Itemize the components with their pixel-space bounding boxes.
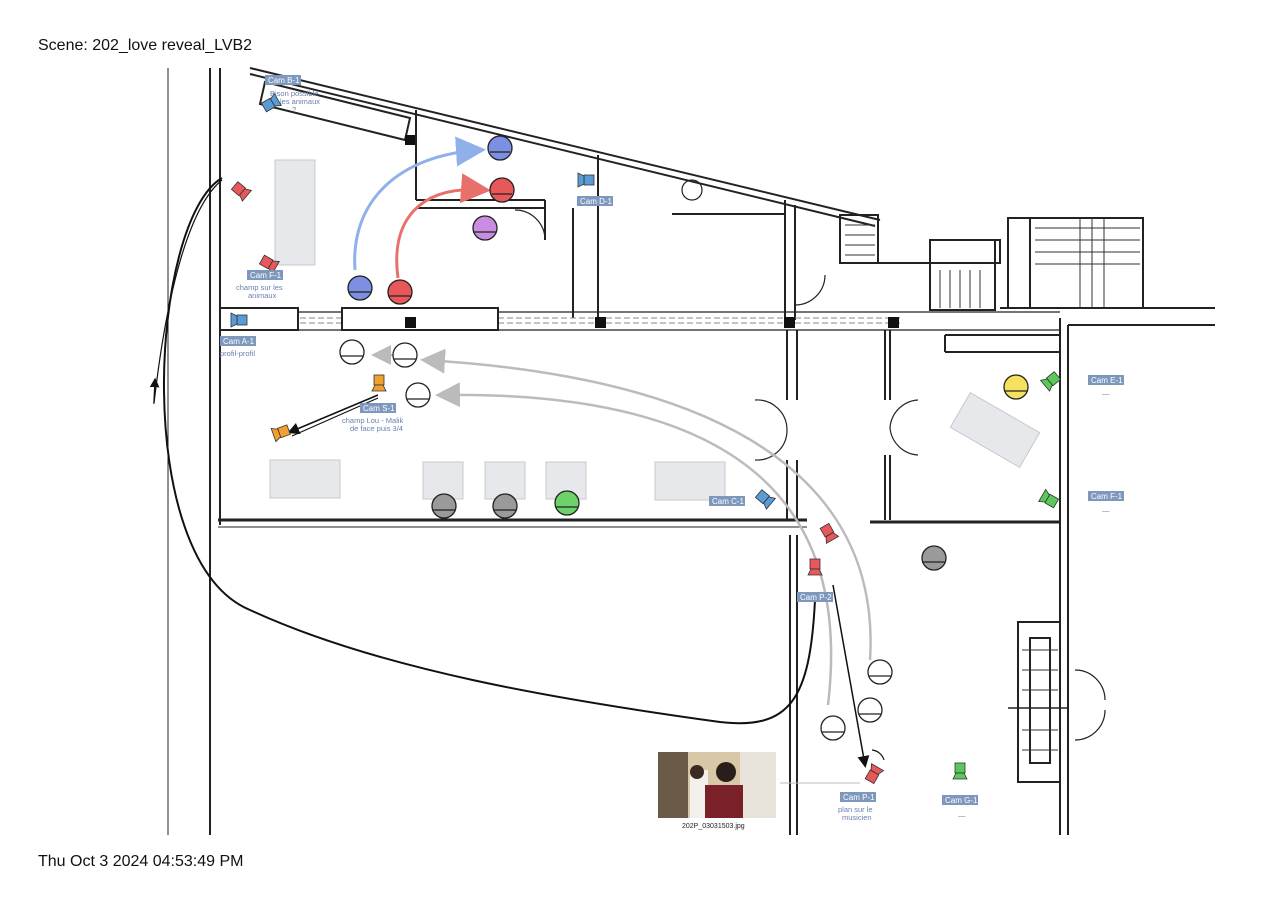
actor-white-6 bbox=[820, 715, 846, 741]
actor-white-3 bbox=[405, 382, 431, 408]
svg-text:—: — bbox=[1102, 506, 1110, 515]
svg-text:Cam E-1: Cam E-1 bbox=[1091, 376, 1123, 385]
actor-white-1 bbox=[339, 339, 365, 365]
cam-label-p1: Cam P-1 bbox=[840, 792, 876, 802]
actor-purple bbox=[472, 215, 498, 241]
camera-orange-icon bbox=[270, 424, 291, 443]
camera-red-top-icon bbox=[230, 181, 253, 202]
cam-note-b1: Bison possible bbox=[270, 89, 318, 98]
cam-label-c1: Cam C-1 bbox=[709, 496, 745, 506]
cam-label-f2: Cam F-1 bbox=[1088, 491, 1124, 501]
svg-text:Cam F-1: Cam F-1 bbox=[1091, 492, 1123, 501]
svg-text:les animaux: les animaux bbox=[280, 97, 320, 106]
cam-note-f1: champ sur les bbox=[236, 283, 283, 292]
svg-text:Cam C-1: Cam C-1 bbox=[712, 497, 745, 506]
thumbnail-filename: 202P_03031503.jpg bbox=[682, 823, 745, 830]
svg-text:Cam P-2: Cam P-2 bbox=[800, 593, 832, 602]
actor-blue-start bbox=[347, 275, 373, 301]
svg-text:Cam G-1: Cam G-1 bbox=[945, 796, 978, 805]
actor-red-top bbox=[489, 177, 515, 203]
actor-gray-3 bbox=[921, 545, 947, 571]
reference-thumbnail[interactable]: 202P_03031503.jpg bbox=[658, 752, 776, 830]
scene-title: Scene: 202_love reveal_LVB2 bbox=[38, 37, 253, 54]
actor-markers bbox=[339, 135, 1029, 741]
camera-f2-icon bbox=[1038, 488, 1060, 509]
cam-label-d1: Cam D-1 bbox=[577, 196, 613, 206]
actor-yellow bbox=[1003, 374, 1029, 400]
cam-label-p2: Cam P-2 bbox=[797, 592, 833, 602]
timestamp: Thu Oct 3 2024 04:53:49 PM bbox=[38, 853, 244, 870]
actor-gray-1 bbox=[431, 493, 457, 519]
actor-red-start bbox=[387, 279, 413, 305]
actor-white-5 bbox=[857, 697, 883, 723]
actor-blue-top bbox=[487, 135, 513, 161]
walls bbox=[167, 67, 1215, 835]
svg-text:animaux: animaux bbox=[248, 291, 277, 300]
svg-text:musicien: musicien bbox=[842, 813, 872, 822]
camera-red-mid-icon bbox=[819, 522, 840, 544]
svg-text:Cam P-1: Cam P-1 bbox=[843, 793, 875, 802]
cam-label-a1: Cam A-1 bbox=[220, 336, 256, 346]
svg-text:Cam D-1: Cam D-1 bbox=[580, 197, 613, 206]
cam-label-s1: Cam S-1 bbox=[360, 403, 396, 413]
camera-g1-icon bbox=[952, 762, 968, 780]
camera-a1-icon bbox=[230, 312, 248, 328]
camera-p2-icon bbox=[807, 558, 823, 576]
cam-label-e1: Cam E-1 bbox=[1088, 375, 1124, 385]
svg-text:Cam S-1: Cam S-1 bbox=[363, 404, 395, 413]
svg-text:de face puis 3/4: de face puis 3/4 bbox=[350, 424, 403, 433]
actor-white-2 bbox=[392, 342, 418, 368]
svg-text:—: — bbox=[958, 811, 966, 820]
svg-text:?: ? bbox=[292, 105, 296, 114]
camera-d1-icon bbox=[577, 172, 595, 188]
actor-white-4 bbox=[867, 659, 893, 685]
cam-note-p1: plan sur le bbox=[838, 805, 873, 814]
actor-green bbox=[554, 490, 580, 516]
camera-e1-icon bbox=[1039, 371, 1062, 392]
camera-p1-icon bbox=[864, 763, 885, 785]
camera-labels: Cam B-1 Bison possible les animaux ? Cam… bbox=[220, 75, 1124, 822]
cam-note-s1: champ Lou - Malik bbox=[342, 416, 404, 425]
cam-label-f1: Cam F-1 bbox=[247, 270, 283, 280]
cam-label-g1: Cam G-1 bbox=[942, 795, 978, 805]
svg-text:Cam B-1: Cam B-1 bbox=[268, 76, 300, 85]
cam-label-b1: Cam B-1 bbox=[265, 75, 301, 85]
camera-c1-icon bbox=[754, 489, 777, 510]
svg-text:Cam F-1: Cam F-1 bbox=[250, 271, 282, 280]
svg-text:Cam A-1: Cam A-1 bbox=[223, 337, 255, 346]
actor-gray-2 bbox=[492, 493, 518, 519]
svg-text:—: — bbox=[1102, 389, 1110, 398]
camera-b1-icon bbox=[260, 92, 282, 113]
camera-s1-icon bbox=[371, 374, 387, 392]
cam-note-a1: profil-profil bbox=[220, 349, 255, 358]
